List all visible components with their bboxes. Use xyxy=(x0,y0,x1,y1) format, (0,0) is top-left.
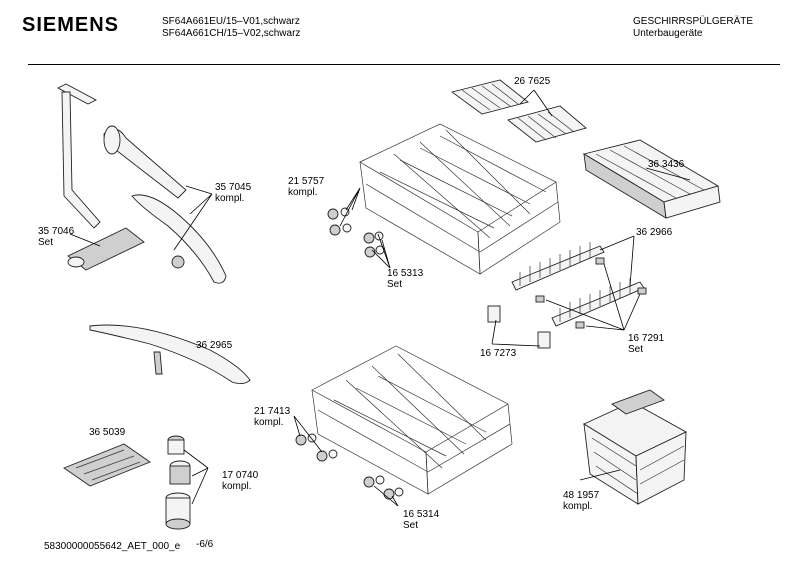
part-number: 35 7046 xyxy=(38,226,75,237)
part-number: 16 5314 xyxy=(403,509,440,520)
upper-basket-wheels-drawing xyxy=(327,207,385,258)
model-number-2: SF64A661CH/15–V02,schwarz xyxy=(162,28,301,39)
header-divider xyxy=(28,64,780,65)
part-label-167291: 16 7291 Set xyxy=(628,333,664,355)
supply-pipe-drawing xyxy=(57,83,101,229)
part-label-357045: 35 7045 kompl. xyxy=(215,182,251,204)
model-number-1: SF64A661EU/15–V01,schwarz xyxy=(162,16,300,27)
part-label-217413: 21 7413 kompl. xyxy=(254,406,290,428)
part-number: 21 5757 xyxy=(288,176,325,187)
part-number: 48 1957 xyxy=(563,490,600,501)
spray-arm-holder-drawing xyxy=(103,125,187,199)
part-note: kompl. xyxy=(288,187,318,198)
upper-basket-drawing xyxy=(359,123,561,275)
category-title: GESCHIRRSPÜLGERÄTE xyxy=(633,16,754,27)
part-number: 36 2965 xyxy=(196,340,233,351)
lower-basket-drawing xyxy=(311,345,513,495)
tine-row-drawing xyxy=(511,242,645,327)
part-number: 35 7045 xyxy=(215,182,252,193)
part-note: kompl. xyxy=(254,417,284,428)
cutlery-tray-drawing xyxy=(582,139,721,219)
part-number: 16 7273 xyxy=(480,348,517,359)
part-number: 36 3436 xyxy=(648,159,685,170)
brand-logo: SIEMENS xyxy=(22,14,120,36)
part-label-267625: 26 7625 xyxy=(514,76,550,87)
page-number: -6/6 xyxy=(196,539,214,550)
clips-drawing xyxy=(487,257,647,349)
part-number: 21 7413 xyxy=(254,406,291,417)
cutlery-basket-drawing xyxy=(583,389,687,505)
part-label-481957: 48 1957 kompl. xyxy=(563,490,599,512)
part-note: Set xyxy=(628,344,644,355)
filter-cylinder-drawing xyxy=(165,435,191,530)
part-note: kompl. xyxy=(215,193,245,204)
lower-basket-wheels-drawing xyxy=(295,433,404,500)
part-note: kompl. xyxy=(222,481,252,492)
microfilter-drawing xyxy=(63,443,151,487)
cup-shelf-drawing xyxy=(450,79,587,143)
part-note: Set xyxy=(38,237,54,248)
part-number: 36 2966 xyxy=(636,227,673,238)
part-number: 26 7625 xyxy=(514,76,551,87)
part-label-215757: 21 5757 kompl. xyxy=(288,176,324,198)
part-label-362965: 36 2965 xyxy=(196,340,232,351)
part-label-363436: 36 3436 xyxy=(648,159,684,170)
part-number: 16 5313 xyxy=(387,268,424,279)
leader-lines xyxy=(69,89,691,507)
part-note: Set xyxy=(403,520,419,531)
category-subtitle: Unterbaugeräte xyxy=(633,28,703,39)
part-number: 17 0740 xyxy=(222,470,259,481)
part-label-362966: 36 2966 xyxy=(636,227,672,238)
lower-spray-arm-drawing xyxy=(89,324,251,385)
part-note: kompl. xyxy=(563,501,593,512)
part-label-365039: 36 5039 xyxy=(89,427,125,438)
upper-spray-arm-drawing xyxy=(131,194,227,284)
part-note: Set xyxy=(387,279,403,290)
filter-plate-drawing xyxy=(67,227,145,271)
part-number: 36 5039 xyxy=(89,427,126,438)
part-label-167273: 16 7273 xyxy=(480,348,516,359)
part-number: 16 7291 xyxy=(628,333,665,344)
part-label-170740: 17 0740 kompl. xyxy=(222,470,258,492)
part-label-165314: 16 5314 Set xyxy=(403,509,439,531)
part-label-357046: 35 7046 Set xyxy=(38,226,74,248)
part-label-165313: 16 5313 Set xyxy=(387,268,423,290)
document-id: 58300000055642_AET_000_e xyxy=(44,541,181,552)
